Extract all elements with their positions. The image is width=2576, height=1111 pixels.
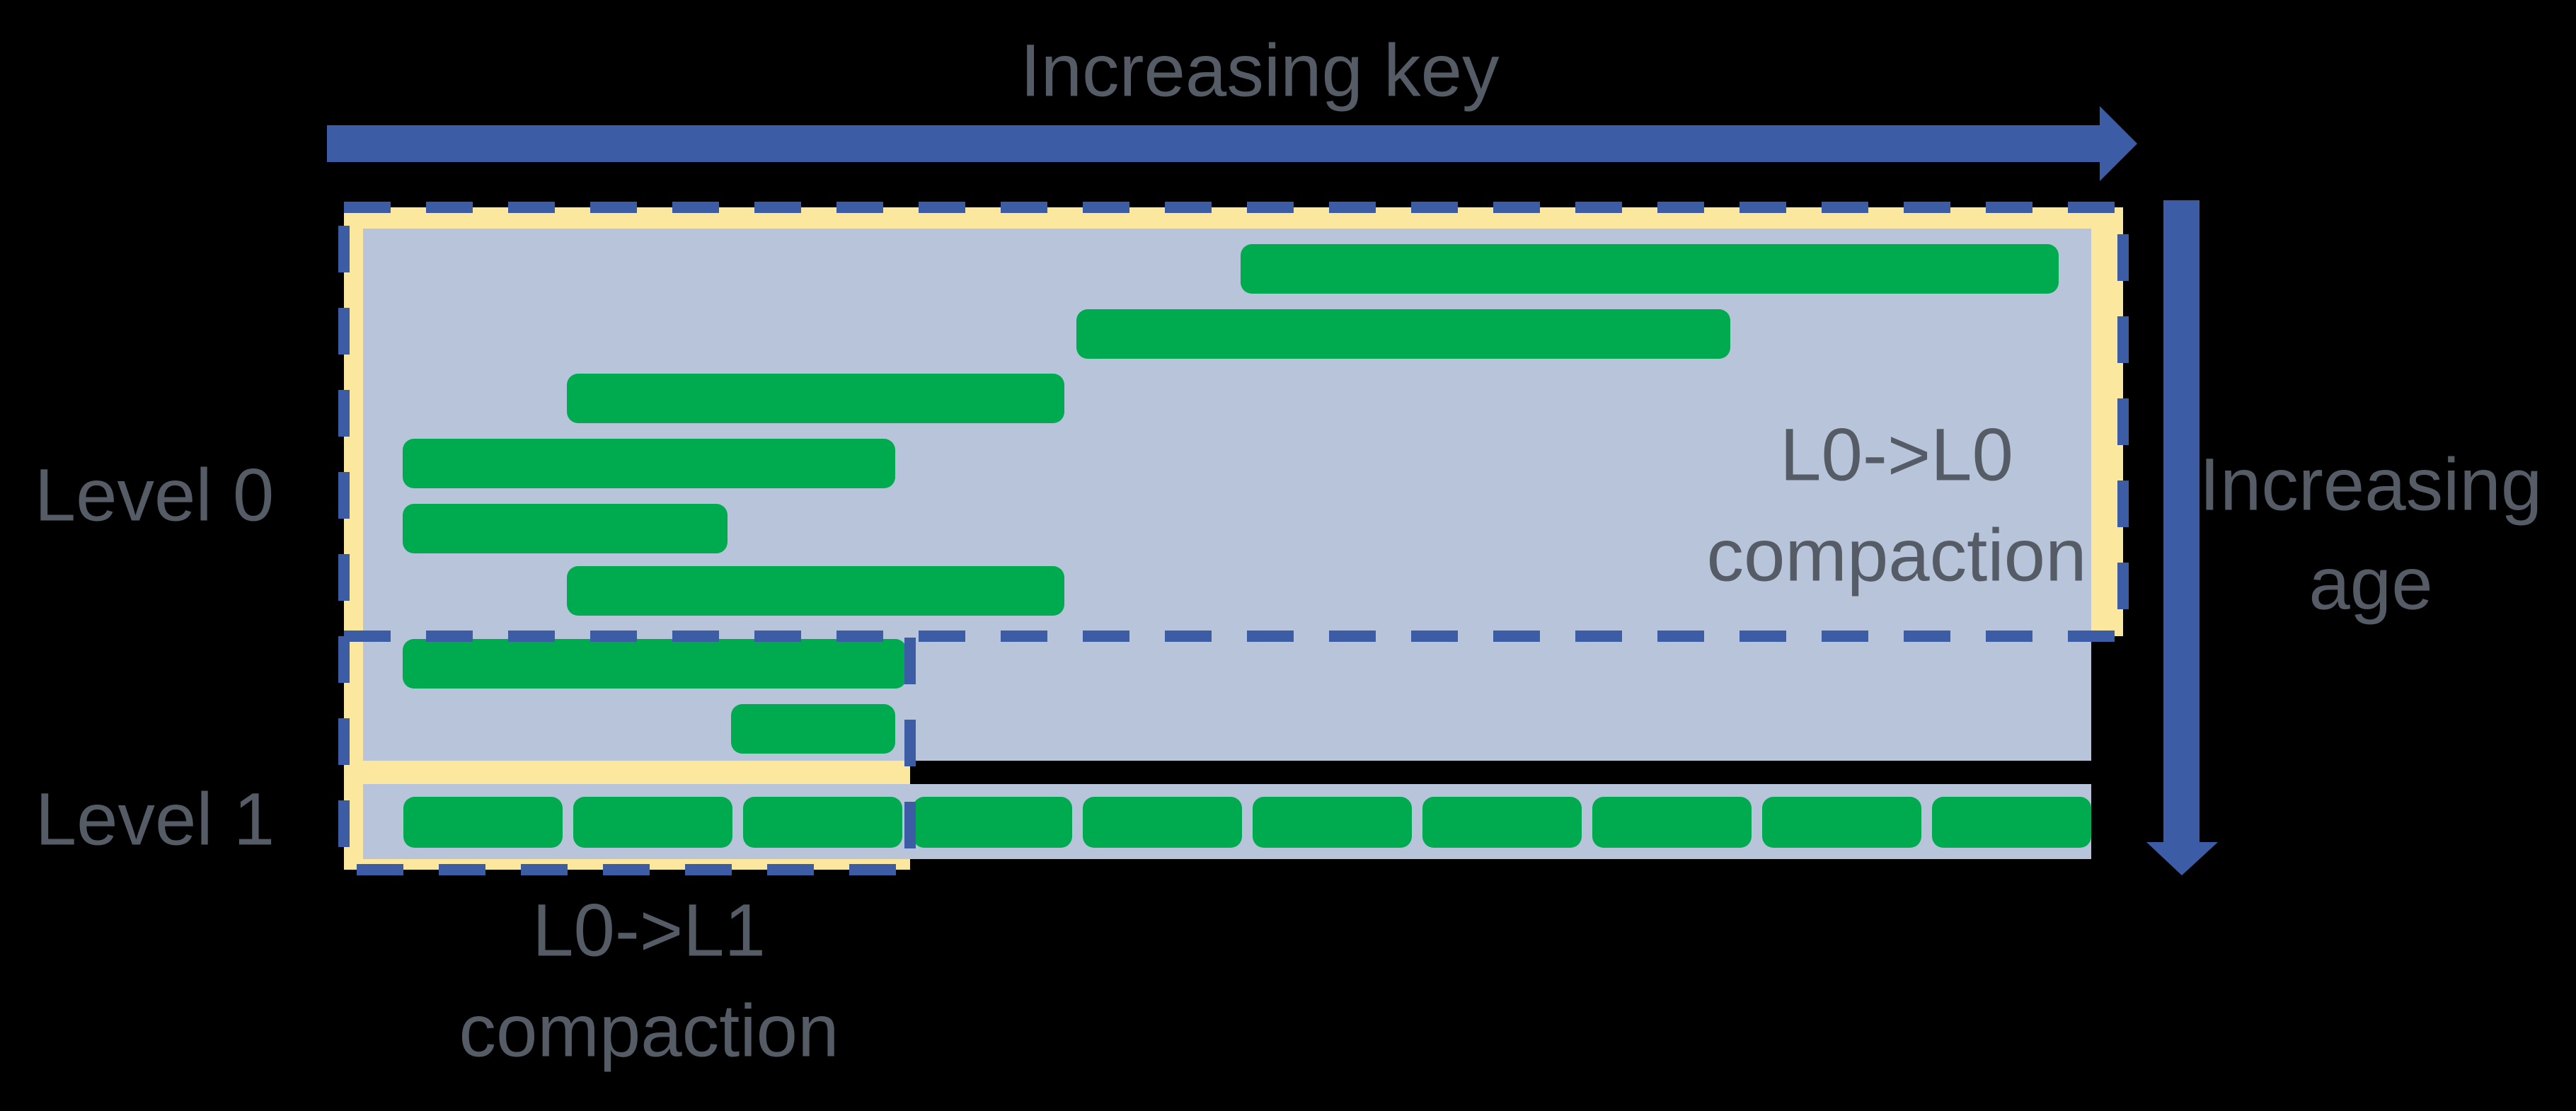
sstable-file — [1932, 797, 2091, 848]
increasing-key-arrow — [327, 106, 2137, 181]
sstable-file — [731, 704, 895, 754]
sstable-file — [403, 504, 728, 553]
sstable-file — [567, 566, 1064, 616]
increasing-age-label-line1: Increasing — [2199, 443, 2543, 526]
l0-l0-compaction-dashed-border — [338, 202, 2129, 642]
increasing-age-arrow — [2146, 200, 2218, 875]
increasing-key-label: Increasing key — [1020, 29, 1500, 113]
l0-l0-compaction-label-line1: L0->L0 — [1780, 413, 2013, 497]
sstable-file — [1762, 797, 1921, 848]
sstable-file — [1076, 309, 1730, 359]
level0-label: Level 0 — [34, 454, 275, 537]
l0-l1-compaction-label-line1: L0->L1 — [532, 889, 766, 972]
increasing-key-arrow-head — [2100, 106, 2137, 181]
sstable-file — [403, 797, 563, 848]
level1-sstables — [403, 797, 2091, 848]
sstable-file — [1592, 797, 1752, 848]
increasing-age-arrow-shaft — [2163, 200, 2200, 842]
increasing-age-arrow-head — [2146, 842, 2218, 875]
sstable-file — [743, 797, 902, 848]
sstable-file — [573, 797, 732, 848]
sstable-file — [403, 639, 907, 689]
level1-label: Level 1 — [35, 778, 275, 861]
sstable-file — [1253, 797, 1412, 848]
sstable-file — [403, 439, 895, 488]
sstable-file — [1083, 797, 1242, 848]
level0-sstables — [403, 244, 2059, 754]
sstable-file — [1422, 797, 1582, 848]
increasing-age-label-line2: age — [2308, 542, 2433, 626]
l0-l1-compaction-label-line2: compaction — [459, 989, 839, 1073]
sstable-file — [567, 374, 1064, 423]
increasing-key-arrow-shaft — [327, 125, 2100, 162]
l0-l1-compaction-dashed-border — [338, 636, 916, 875]
sstable-file — [1241, 244, 2059, 294]
l0-l0-compaction-label-line2: compaction — [1706, 514, 2087, 597]
sstable-file — [913, 797, 1072, 848]
